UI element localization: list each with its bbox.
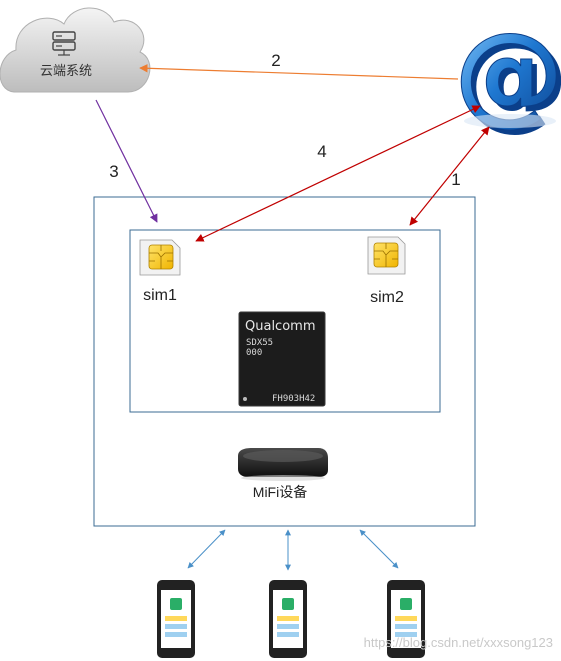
arrow-1 — [409, 126, 490, 226]
router-icon — [238, 448, 328, 481]
arrow-2 — [139, 64, 459, 80]
link-phone-3 — [359, 529, 399, 569]
cloud-label: 云端系统 — [40, 64, 92, 79]
sim-card-icon — [139, 239, 181, 276]
wechat-icon — [170, 598, 182, 610]
arrow-label-2: 2 — [271, 51, 280, 70]
smartphone-icon — [157, 580, 195, 658]
mifi-label: MiFi设备 — [253, 484, 307, 500]
arrow-label-4: 4 — [317, 142, 326, 161]
at-sign-icon: @ @ — [454, 9, 561, 143]
arrow-label-1: 1 — [451, 170, 460, 189]
link-phone-1 — [187, 529, 226, 569]
server-icon — [52, 31, 76, 56]
chip-serial: FH903H42 — [272, 394, 315, 404]
smartphone-icon — [387, 580, 425, 658]
qualcomm-chip: Qualcomm SDX55 000 FH903H42 — [238, 311, 326, 407]
arrow-3 — [95, 99, 158, 223]
smartphone-icon — [269, 580, 307, 658]
sim-card-icon — [367, 236, 406, 275]
chip-brand: Qualcomm — [245, 319, 315, 334]
chip-model: SDX55 — [246, 338, 273, 348]
sim1-label: sim1 — [143, 287, 177, 304]
wechat-icon — [282, 598, 294, 610]
cloud-system-node: 云端系统 — [0, 7, 151, 93]
arrow-label-3: 3 — [109, 162, 118, 181]
watermark: https://blog.csdn.net/xxxsong123 — [364, 635, 553, 650]
chip-code: 000 — [246, 348, 262, 358]
arrow-4 — [195, 105, 481, 242]
wechat-icon — [400, 598, 412, 610]
sim2-label: sim2 — [370, 289, 404, 306]
